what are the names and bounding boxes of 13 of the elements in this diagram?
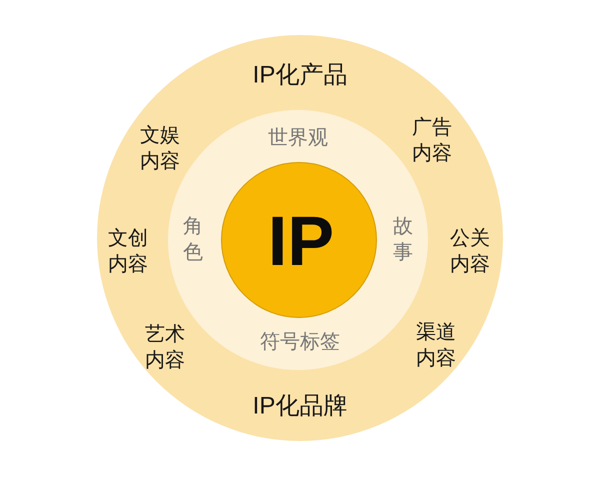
aspect-label: 世界观	[268, 126, 328, 152]
category-label: 广告内容	[411, 115, 453, 166]
category-label: IP化品牌	[252, 392, 348, 422]
aspect-label: 角色	[182, 214, 204, 265]
category-label: 渠道内容	[415, 320, 457, 371]
category-label: 公关内容	[449, 226, 491, 277]
aspect-label: 故事	[392, 214, 414, 265]
core-label: IP	[268, 206, 334, 276]
category-label: IP化产品	[252, 60, 348, 91]
category-label: 文娱内容	[139, 123, 181, 174]
category-label: 艺术内容	[144, 322, 186, 373]
category-label: 文创内容	[107, 226, 149, 277]
aspect-label: 符号标签	[260, 330, 340, 356]
